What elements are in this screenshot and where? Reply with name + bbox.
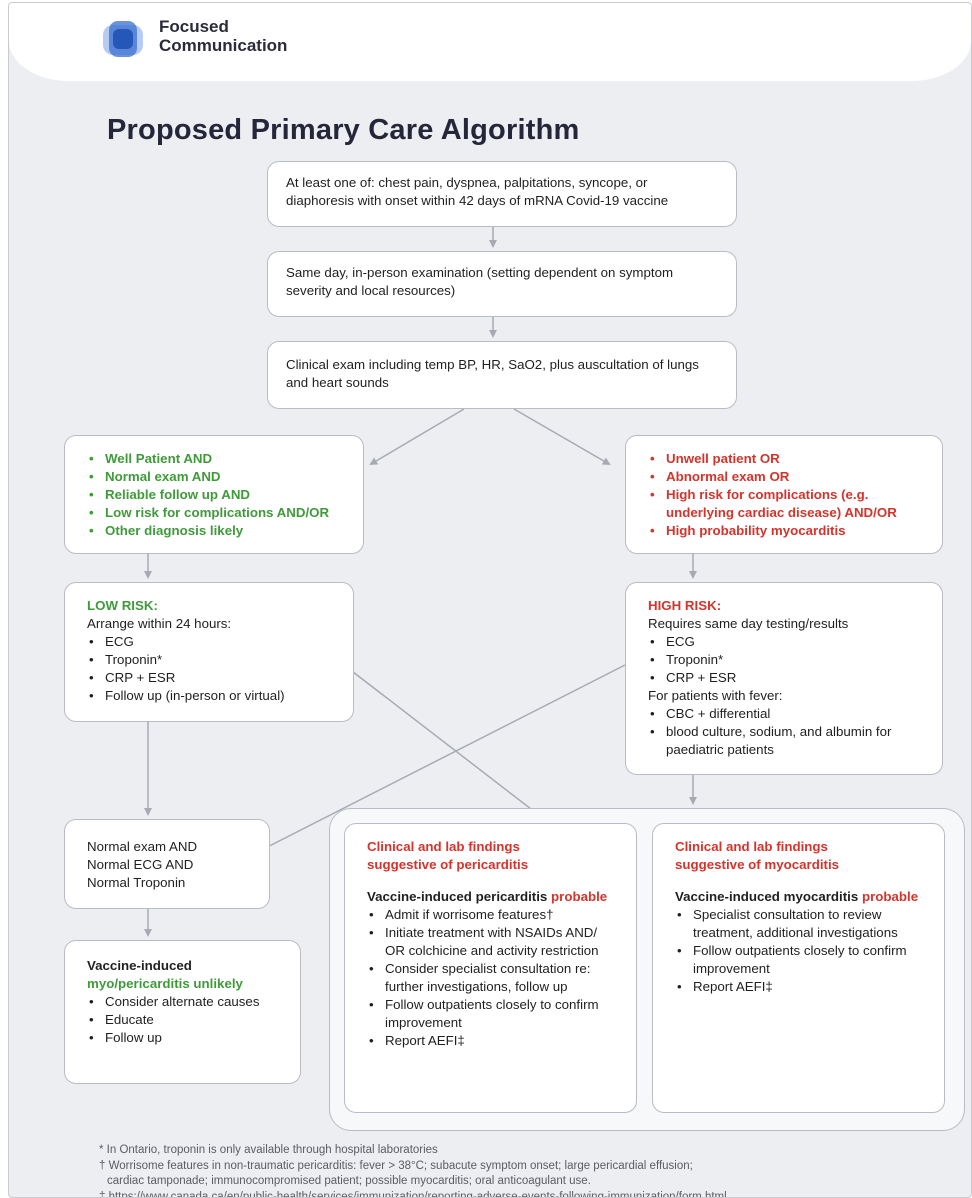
list-item: Troponin*	[87, 651, 331, 669]
list-item: CRP + ESR	[648, 669, 924, 687]
normal-results-box: Normal exam AND Normal ECG AND Normal Tr…	[64, 819, 270, 909]
unwell-criteria-list: Unwell patient OR Abnormal exam OR High …	[648, 450, 924, 540]
footnote-aefi-link: ‡ https://www.canada.ca/en/public-health…	[99, 1190, 727, 1198]
list-item: Abnormal exam OR	[648, 468, 924, 486]
low-risk-heading: LOW RISK:	[87, 597, 331, 615]
myocarditis-box: Clinical and lab findings suggestive of …	[652, 823, 945, 1113]
unlikely-line-1: Vaccine-induced	[87, 957, 278, 975]
pericarditis-verdict-text: Vaccine-induced pericarditis	[367, 889, 547, 904]
list-item: Educate	[87, 1011, 278, 1029]
myocarditis-verdict: Vaccine-induced myocarditis probable	[675, 888, 926, 906]
list-item: Low risk for complications AND/OR	[87, 504, 341, 522]
list-item: ECG	[648, 633, 924, 651]
low-risk-box: LOW RISK: Arrange within 24 hours: ECG T…	[64, 582, 354, 722]
list-item: Follow outpatients closely to confirm im…	[367, 996, 618, 1032]
pericarditis-box: Clinical and lab findings suggestive of …	[344, 823, 637, 1113]
list-item: Follow up	[87, 1029, 278, 1047]
list-item: Normal exam AND	[87, 468, 341, 486]
fever-heading: For patients with fever:	[648, 687, 924, 705]
clinical-exam-text: Clinical exam including temp BP, HR, SaO…	[286, 356, 718, 392]
myocarditis-list: Specialist consultation to review treatm…	[675, 906, 926, 996]
unlikely-box: Vaccine-induced myo/pericarditis unlikel…	[64, 940, 301, 1084]
pericarditis-heading-2: suggestive of pericarditis	[367, 856, 618, 874]
clinical-exam-box: Clinical exam including temp BP, HR, SaO…	[267, 341, 737, 409]
normal-line: Normal exam AND	[87, 838, 247, 856]
list-item: Consider alternate causes	[87, 993, 278, 1011]
pericarditis-heading-1: Clinical and lab findings	[367, 838, 618, 856]
list-item: Report AEFI‡	[675, 978, 926, 996]
normal-line: Normal Troponin	[87, 874, 247, 892]
examination-box: Same day, in-person examination (setting…	[267, 251, 737, 317]
examination-text: Same day, in-person examination (setting…	[286, 264, 718, 300]
list-item: Other diagnosis likely	[87, 522, 341, 540]
list-item: High probability myocarditis	[648, 522, 924, 540]
low-risk-list: ECG Troponin* CRP + ESR Follow up (in-pe…	[87, 633, 331, 705]
pericarditis-verdict: Vaccine-induced pericarditis probable	[367, 888, 618, 906]
list-item: High risk for complications (e.g. underl…	[648, 486, 924, 522]
well-criteria-list: Well Patient AND Normal exam AND Reliabl…	[87, 450, 341, 540]
arrow-step3-well	[371, 409, 464, 464]
page: Focused Communication Proposed Primary C…	[8, 2, 972, 1198]
high-risk-box: HIGH RISK: Requires same day testing/res…	[625, 582, 943, 775]
list-item: Specialist consultation to review treatm…	[675, 906, 926, 942]
list-item: Troponin*	[648, 651, 924, 669]
footnotes: * In Ontario, troponin is only available…	[99, 1143, 727, 1198]
high-risk-subheading: Requires same day testing/results	[648, 615, 924, 633]
unwell-patient-box: Unwell patient OR Abnormal exam OR High …	[625, 435, 943, 554]
list-item: CBC + differential	[648, 705, 924, 723]
myocarditis-verdict-text: Vaccine-induced myocarditis	[675, 889, 858, 904]
unlikely-line-2: myo/pericarditis unlikely	[87, 975, 278, 993]
list-item: Well Patient AND	[87, 450, 341, 468]
pericarditis-list: Admit if worrisome features† Initiate tr…	[367, 906, 618, 1050]
normal-line: Normal ECG AND	[87, 856, 247, 874]
footnote-worrisome: † Worrisome features in non-traumatic pe…	[99, 1159, 727, 1175]
list-item: Report AEFI‡	[367, 1032, 618, 1050]
footnote-troponin: * In Ontario, troponin is only available…	[99, 1143, 727, 1159]
list-item: ECG	[87, 633, 331, 651]
myocarditis-heading-1: Clinical and lab findings	[675, 838, 926, 856]
fever-list: CBC + differential blood culture, sodium…	[648, 705, 924, 759]
low-risk-subheading: Arrange within 24 hours:	[87, 615, 331, 633]
list-item: Consider specialist consultation re: fur…	[367, 960, 618, 996]
well-patient-box: Well Patient AND Normal exam AND Reliabl…	[64, 435, 364, 554]
footnote-worrisome-cont: cardiac tamponade; immunocompromised pat…	[99, 1174, 727, 1190]
list-item: blood culture, sodium, and albumin for p…	[648, 723, 924, 759]
unlikely-list: Consider alternate causes Educate Follow…	[87, 993, 278, 1047]
list-item: Initiate treatment with NSAIDs AND/ OR c…	[367, 924, 618, 960]
list-item: CRP + ESR	[87, 669, 331, 687]
symptoms-text: At least one of: chest pain, dyspnea, pa…	[286, 174, 718, 210]
myocarditis-verdict-word: probable	[862, 889, 918, 904]
high-risk-heading: HIGH RISK:	[648, 597, 924, 615]
arrow-step3-unwell	[514, 409, 609, 464]
symptoms-box: At least one of: chest pain, dyspnea, pa…	[267, 161, 737, 227]
high-risk-list: ECG Troponin* CRP + ESR	[648, 633, 924, 687]
list-item: Follow outpatients closely to confirm im…	[675, 942, 926, 978]
list-item: Follow up (in-person or virtual)	[87, 687, 331, 705]
list-item: Unwell patient OR	[648, 450, 924, 468]
list-item: Admit if worrisome features†	[367, 906, 618, 924]
myocarditis-heading-2: suggestive of myocarditis	[675, 856, 926, 874]
pericarditis-verdict-word: probable	[551, 889, 607, 904]
list-item: Reliable follow up AND	[87, 486, 341, 504]
